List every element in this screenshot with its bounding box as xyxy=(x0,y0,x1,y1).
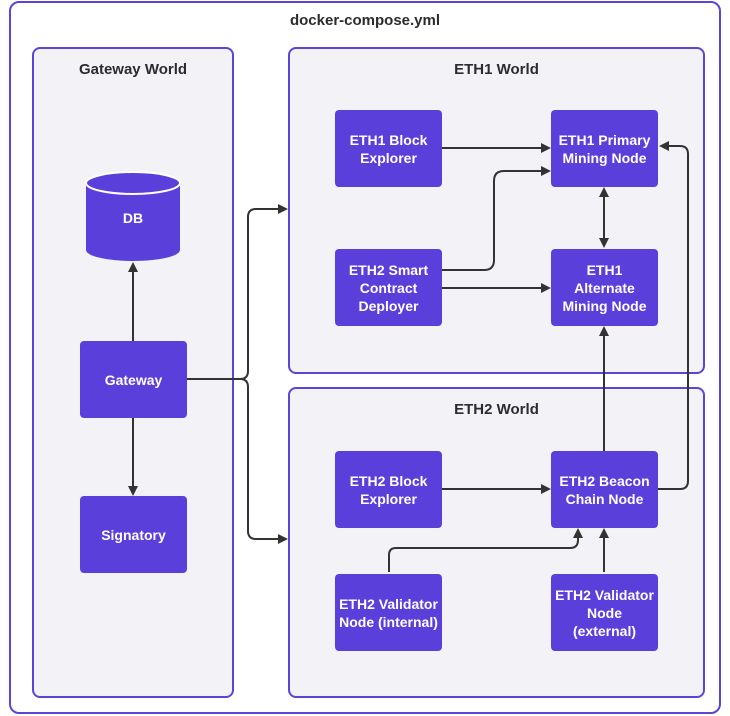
eth1-block-explorer-node: ETH1 Block Explorer xyxy=(335,110,442,187)
eth1-alternate-mining-node: ETH1 Alternate Mining Node xyxy=(551,249,658,326)
eth2-smart-contract-deployer-node: ETH2 Smart Contract Deployer xyxy=(335,249,442,326)
eth2-validator-external-node: ETH2 Validator Node (external) xyxy=(551,574,658,651)
eth2-validator-internal-node: ETH2 Validator Node (internal) xyxy=(335,574,442,651)
gateway-world-title: Gateway World xyxy=(78,61,188,78)
gateway-node: Gateway xyxy=(80,341,187,418)
eth2-block-explorer-node: ETH2 Block Explorer xyxy=(335,451,442,528)
eth1-world-title: ETH1 World xyxy=(454,61,539,78)
eth2-world-frame: ETH2 World xyxy=(288,387,705,698)
eth2-world-title: ETH2 World xyxy=(454,401,539,418)
docker-compose-title: docker-compose.yml xyxy=(289,12,441,29)
eth1-primary-mining-node: ETH1 Primary Mining Node xyxy=(551,110,658,187)
eth2-beacon-chain-node: ETH2 Beacon Chain Node xyxy=(551,451,658,528)
db-label: DB xyxy=(122,210,144,226)
signatory-node: Signatory xyxy=(80,496,187,573)
